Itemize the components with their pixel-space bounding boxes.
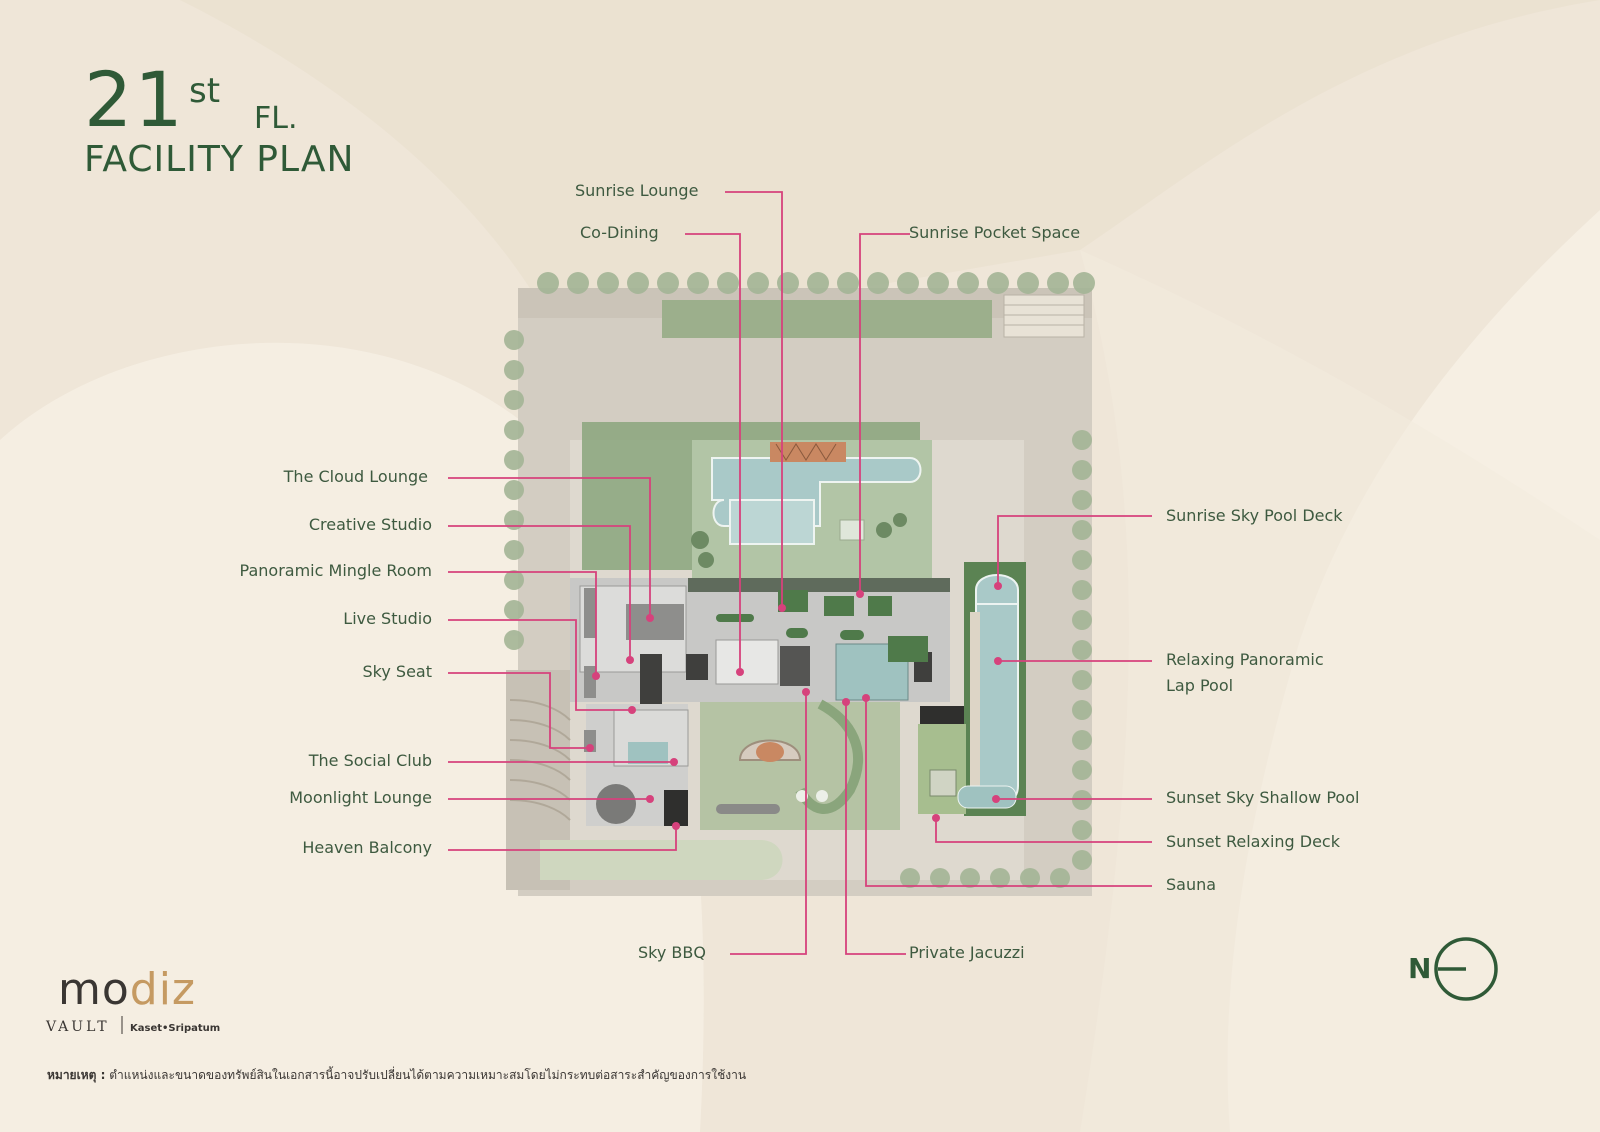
- label-co-dining: Co-Dining: [580, 223, 659, 242]
- label-private-jacuzzi: Private Jacuzzi: [909, 943, 1025, 962]
- disclaimer-note: หมายเหตุ : ตำแหน่งและขนาดของทรัพย์สินในเ…: [47, 1069, 746, 1081]
- label-sky-bbq: Sky BBQ: [638, 943, 706, 962]
- label-panoramic-mingle-room: Panoramic Mingle Room: [239, 561, 432, 580]
- label-heaven-balcony: Heaven Balcony: [302, 838, 432, 857]
- floor-number-suffix: st: [189, 71, 221, 111]
- compass-icon: [1434, 937, 1498, 1001]
- floor-abbrev: FL.: [254, 101, 298, 136]
- label-sky-seat: Sky Seat: [362, 662, 432, 681]
- note-prefix: หมายเหตุ :: [47, 1068, 106, 1082]
- label-sunrise-sky-pool-deck: Sunrise Sky Pool Deck: [1166, 506, 1343, 525]
- label-sunset-sky-shallow-pool: Sunset Sky Shallow Pool: [1166, 788, 1360, 807]
- label-relaxing-panoramic-lap-pool: Relaxing Panoramic: [1166, 650, 1324, 669]
- floor-number: 21: [84, 55, 185, 144]
- compass-north-label: N: [1408, 952, 1432, 985]
- label-the-social-club: The Social Club: [308, 751, 432, 770]
- label-the-cloud-lounge: The Cloud Lounge: [283, 467, 428, 486]
- page-title: FACILITY PLAN: [84, 139, 355, 180]
- brand-logo: modiz: [58, 964, 197, 1015]
- label-creative-studio: Creative Studio: [308, 515, 432, 534]
- label-relaxing-panoramic-lap-pool-line2: Lap Pool: [1166, 676, 1234, 695]
- brand-sub: VAULT: [46, 1019, 110, 1035]
- label-sunrise-pocket-space: Sunrise Pocket Space: [909, 223, 1081, 242]
- label-moonlight-lounge: Moonlight Lounge: [289, 788, 432, 807]
- label-live-studio: Live Studio: [343, 609, 432, 628]
- note-text: ตำแหน่งและขนาดของทรัพย์สินในเอกสารนี้อาจ…: [109, 1068, 747, 1082]
- brand-location: Kaset•Sripatum: [130, 1023, 221, 1034]
- label-sunrise-lounge: Sunrise Lounge: [575, 181, 699, 200]
- label-sauna: Sauna: [1166, 875, 1217, 894]
- label-sunset-relaxing-deck: Sunset Relaxing Deck: [1166, 832, 1340, 851]
